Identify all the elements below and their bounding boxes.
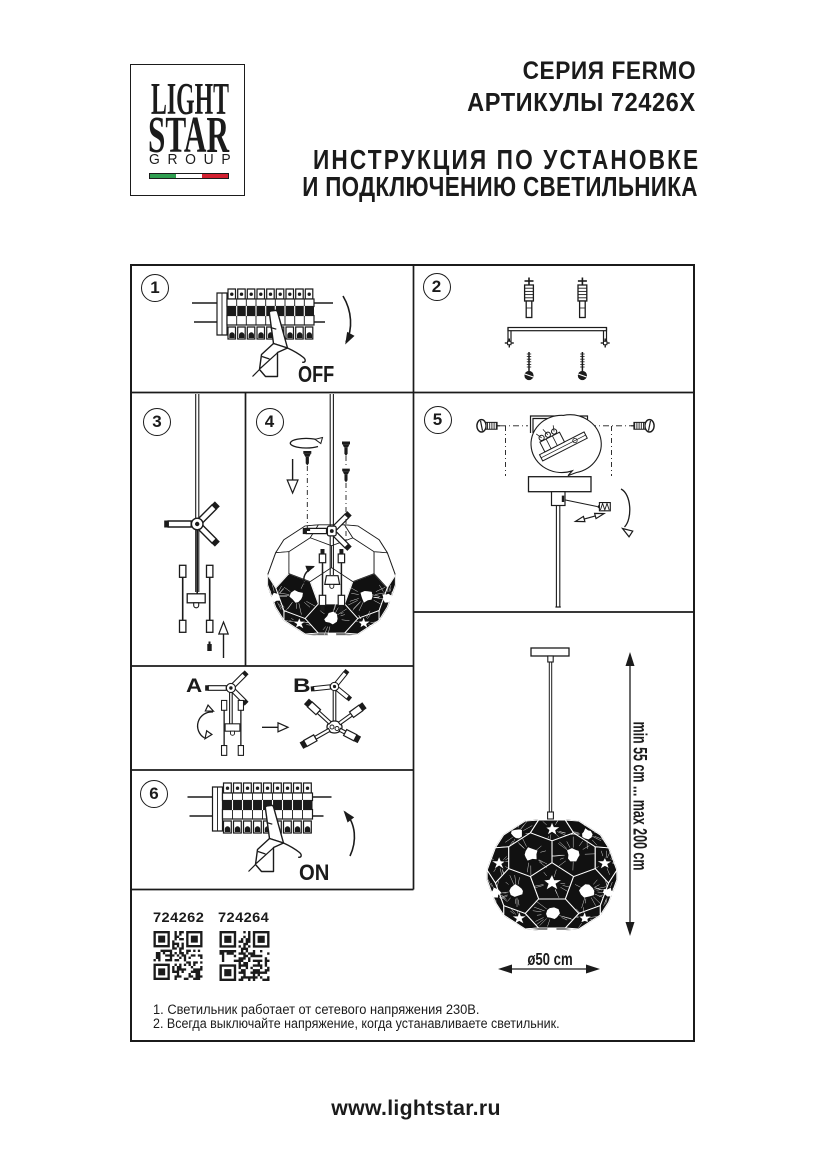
fold-double-arrow	[196, 704, 215, 741]
spider-fold-variants-drawing	[196, 668, 367, 756]
up-arrow	[217, 620, 230, 658]
pendant-lamp-drawing	[481, 647, 622, 942]
spider-bracket-drawing	[205, 670, 249, 706]
step6-number-badge: 6	[140, 780, 168, 808]
step1-number-badge: 1	[141, 274, 169, 302]
wall-anchor-drawing	[523, 277, 535, 319]
canopy-screw-drawing	[631, 418, 655, 433]
step6-number: 6	[149, 784, 159, 803]
screw-icon	[303, 451, 312, 466]
series-name: СЕРИЯ FERMO	[522, 56, 696, 85]
bar-end-pin-drawing	[504, 338, 514, 348]
step2-number: 2	[431, 277, 442, 296]
instruction-title-line1: ИНСТРУКЦИЯ ПО УСТАНОВКЕ	[312, 144, 700, 176]
instruction-title-line2: И ПОДКЛЮЧЕНИЮ СВЕТИЛЬНИКА	[302, 171, 698, 203]
transition-arrow	[262, 721, 290, 733]
product-code-1: 724262	[153, 908, 205, 925]
pointing-hand	[252, 309, 306, 378]
article-number: АРТИКУЛЫ 72426X	[467, 87, 696, 118]
italian-flag-bar	[148, 172, 229, 179]
logo-word-star: STAR	[148, 106, 230, 164]
rotate-arrow	[620, 488, 634, 538]
wall-anchor-drawing	[577, 277, 588, 319]
screw-icon	[342, 441, 350, 456]
flag-white-stripe	[175, 173, 202, 178]
note-line1: 1. Светильник работает от сетевого напря…	[153, 1001, 480, 1017]
website-url: www.lightstar.ru	[330, 1096, 501, 1120]
step3-rod-spider-drawing	[164, 394, 230, 658]
step4-shade-assembly-drawing	[265, 394, 400, 647]
lamp-holder-assembly-drawing	[178, 564, 214, 633]
set-screw-icon	[596, 501, 611, 512]
flag-green-stripe	[149, 173, 176, 178]
step5-number: 5	[432, 409, 443, 429]
spider-bracket-drawing	[164, 501, 220, 547]
on-caption: ON	[299, 859, 330, 885]
step2-mounting-kit-drawing	[504, 277, 610, 381]
diameter-dimension-line	[498, 964, 600, 974]
mounting-screw-drawing	[577, 352, 588, 381]
step1-breakers-off-drawing	[192, 288, 355, 378]
terminal-detail-balloon	[530, 414, 602, 477]
grub-screw-drawing	[207, 641, 212, 651]
step5-number-badge: 5	[423, 405, 452, 434]
lamp-holder-assembly-drawing	[220, 699, 245, 756]
step3-number: 3	[152, 412, 162, 431]
qr-code-724264	[219, 931, 270, 981]
suspension-height-dimension: min 55 cm ... max 200 cm	[628, 721, 649, 870]
bar-end-pin-drawing	[600, 338, 610, 348]
step3-number-badge: 3	[143, 408, 171, 436]
mounting-screw-drawing	[524, 352, 534, 381]
mounting-bar-drawing	[507, 326, 608, 343]
shade-diameter-dimension: ø50 cm	[526, 949, 573, 970]
canopy-screw-drawing	[476, 418, 500, 433]
lightstar-logo	[130, 64, 245, 196]
slide-double-arrow	[573, 512, 607, 523]
panel-grid-borders	[130, 264, 695, 1042]
logo-word-group: GROUP	[148, 151, 238, 168]
shade-socket-rod-drawing	[318, 549, 327, 612]
qr-code-724262	[153, 931, 203, 980]
step6-breakers-on-drawing	[187, 782, 356, 873]
logo-word-light: LIGHT	[151, 74, 230, 125]
step2-number-badge: 2	[422, 273, 451, 301]
step1-number: 1	[150, 278, 160, 297]
note-line2: 2. Всегда выключайте напряжение, когда у…	[153, 1015, 560, 1031]
variant-b-label: B	[293, 675, 311, 697]
spider-bracket-drawing	[310, 668, 353, 702]
spider-unfolded-drawing	[299, 698, 367, 749]
height-dimension-line	[625, 652, 635, 936]
product-code-2: 724264	[218, 908, 270, 925]
step4-number: 4	[264, 412, 275, 431]
step5-canopy-drawing	[476, 414, 655, 608]
variant-a-label: A	[186, 675, 203, 697]
screw-icon	[342, 468, 350, 483]
off-caption: OFF	[298, 360, 335, 387]
flag-red-stripe	[201, 173, 228, 178]
shade-socket-rod-drawing	[337, 549, 346, 612]
down-arrow	[286, 459, 299, 495]
rotate-arrow	[289, 436, 324, 449]
step4-number-badge: 4	[255, 408, 284, 436]
pointing-hand	[248, 804, 302, 873]
